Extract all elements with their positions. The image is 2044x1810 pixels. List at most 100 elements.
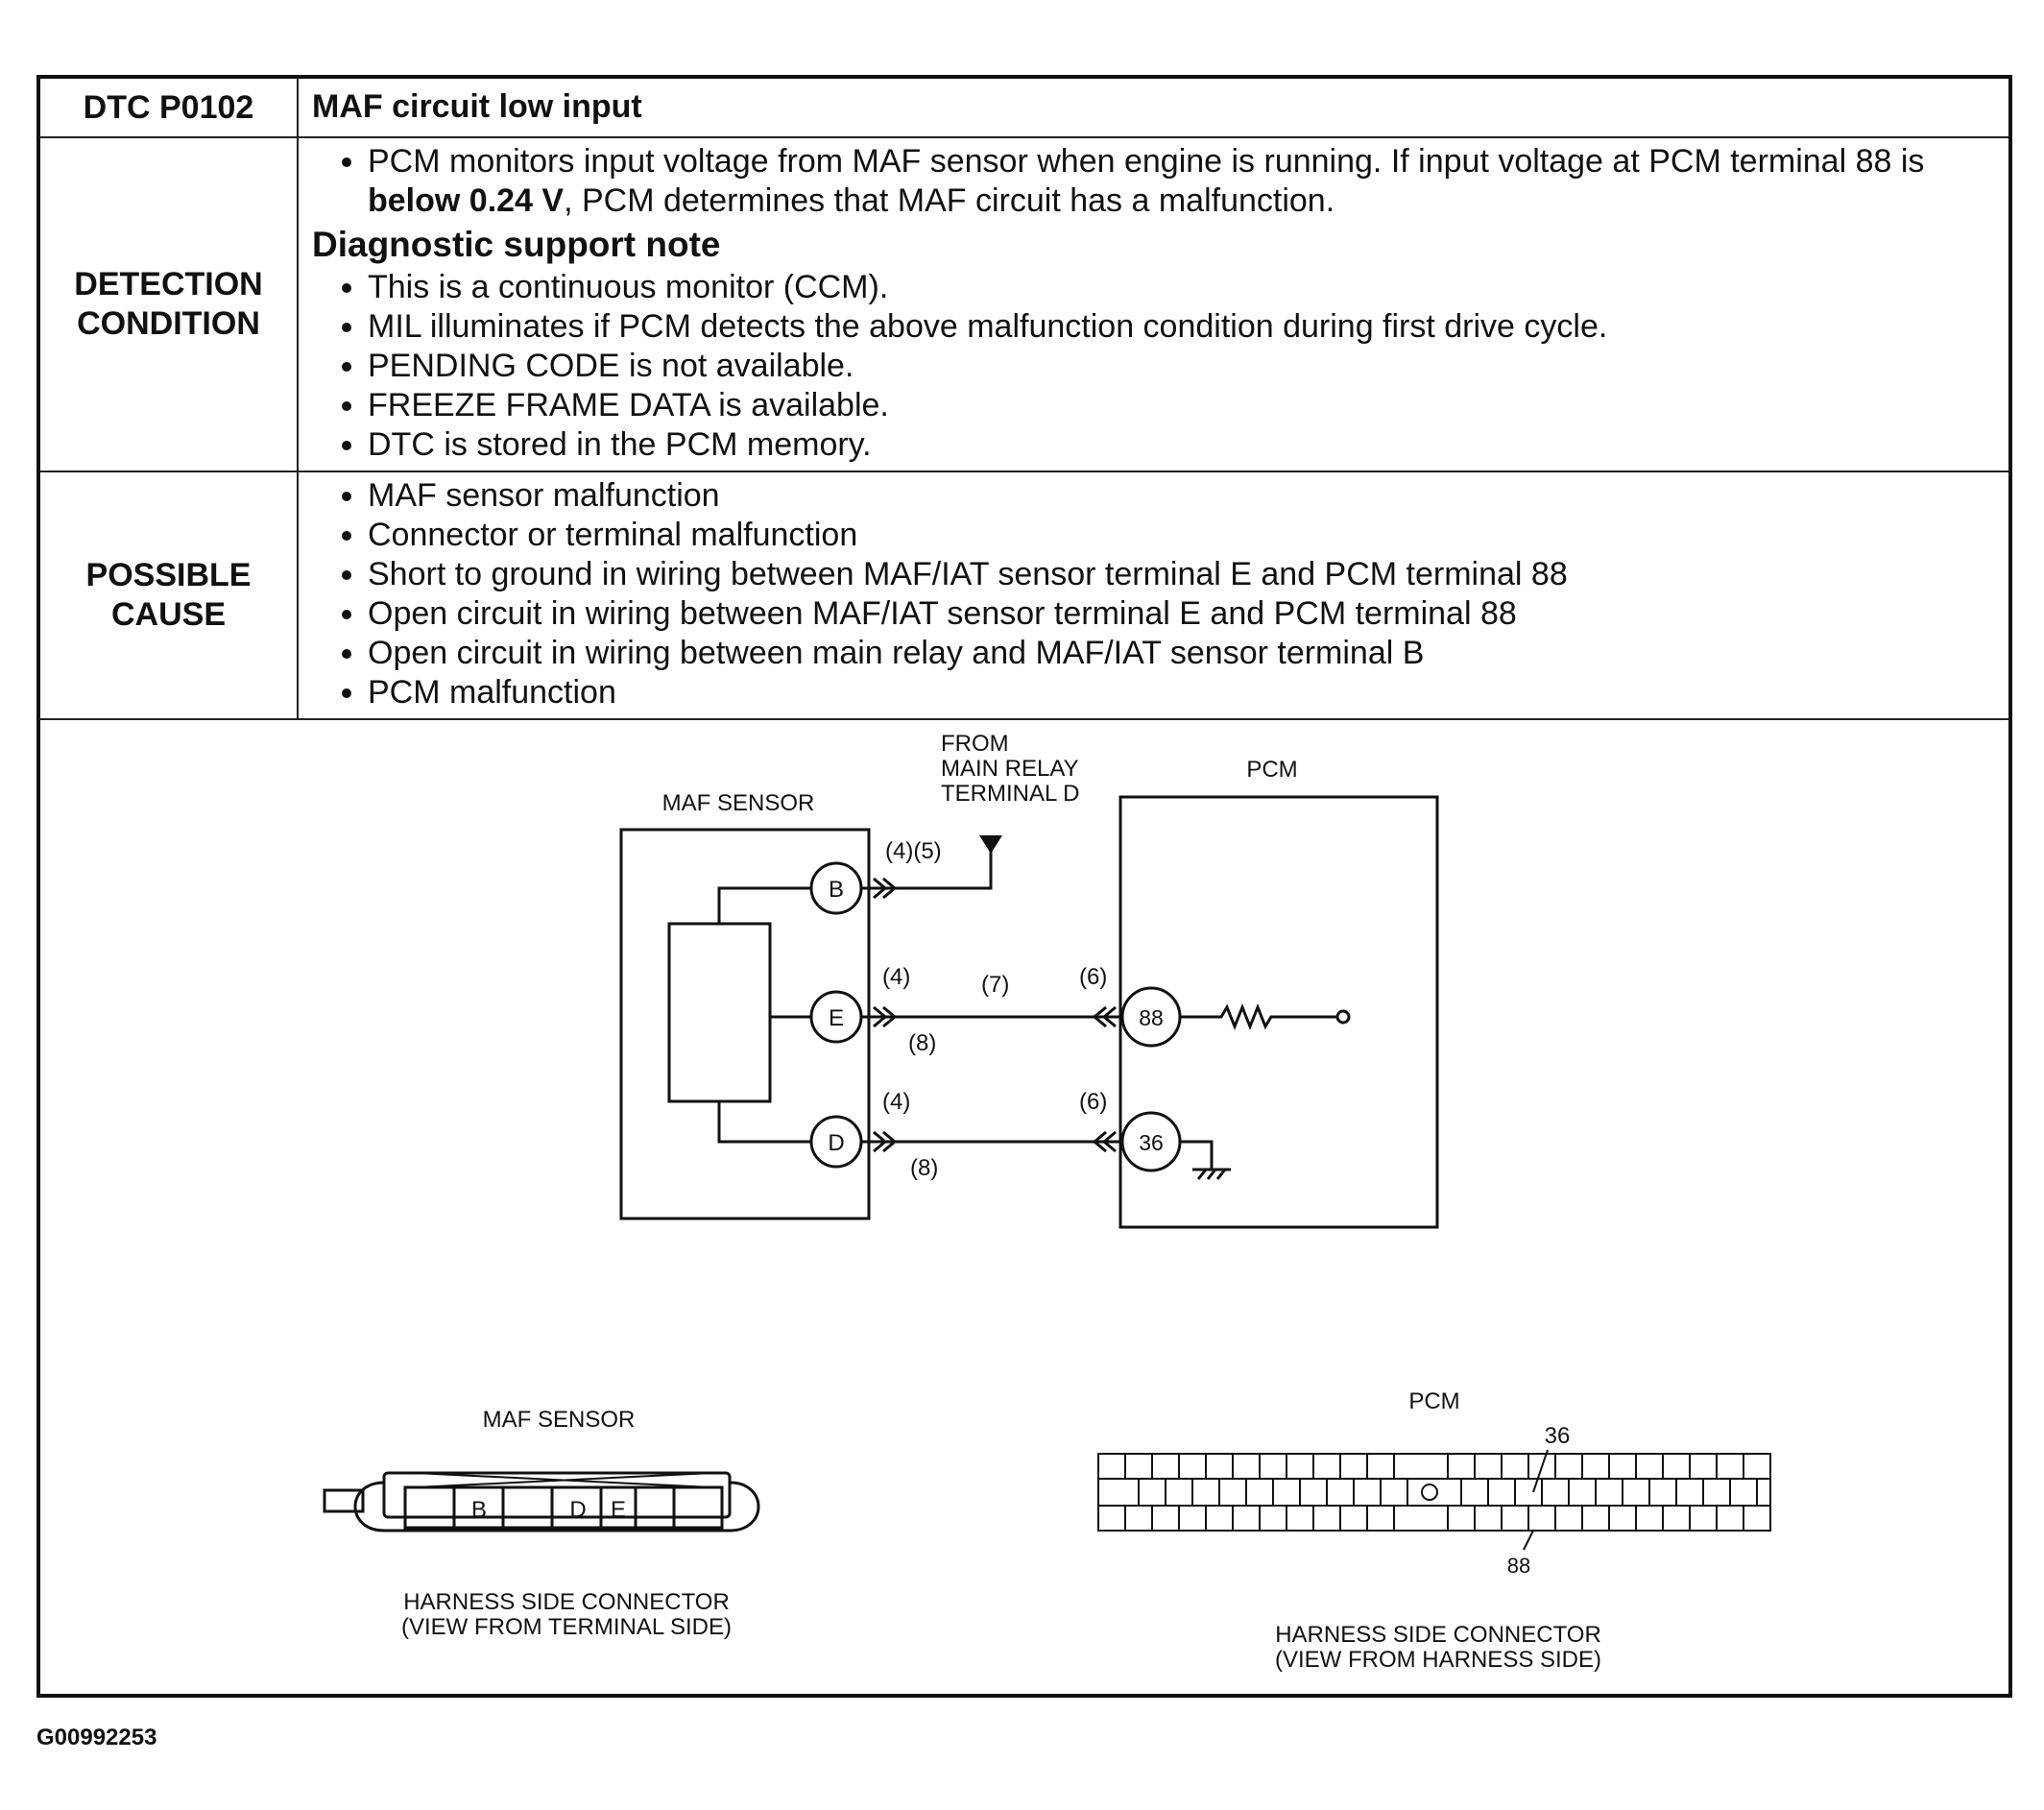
- ref-e-top: (4): [882, 964, 910, 990]
- possible-cause-row: POSSIBLE CAUSE MAF sensor malfunction Co…: [40, 471, 2008, 720]
- pcm-pin-88: 88: [1507, 1554, 1530, 1578]
- wire-element-to-b: [717, 886, 811, 924]
- ref-e-mid: (7): [981, 972, 1009, 998]
- pcm-pin-36: 36: [1545, 1423, 1571, 1449]
- connector-chevron: [1092, 1130, 1107, 1153]
- pcm-terminal-88-label: 88: [1139, 1005, 1164, 1030]
- detection-condition-label: DETECTION CONDITION: [40, 136, 299, 472]
- detection-text-before: PCM monitors input voltage from MAF sens…: [368, 143, 1925, 180]
- from-label-line3: TERMINAL D: [941, 781, 1079, 807]
- dtc-header-row: DTC P0102 MAF circuit low input: [40, 79, 2008, 138]
- pcm-box: [1118, 795, 1439, 1229]
- pcm-connector-key: [1421, 1484, 1438, 1501]
- connector-chevron: [882, 1005, 898, 1028]
- possible-cause-label: POSSIBLE CAUSE: [40, 471, 299, 720]
- ref-88: (6): [1079, 964, 1107, 990]
- main-relay-arrow-icon: [979, 835, 1002, 854]
- connector-chevron: [1101, 1005, 1117, 1028]
- pcm-internal-resistor: [1180, 1002, 1338, 1031]
- maf-caption-line2: (VIEW FROM TERMINAL SIDE): [401, 1614, 732, 1640]
- pcm-terminal-36: [1120, 1111, 1182, 1172]
- maf-pin-d: D: [569, 1497, 586, 1523]
- ref-d-top: (4): [882, 1089, 910, 1115]
- maf-sensor-box: [619, 828, 871, 1220]
- pcm-terminal-88: [1120, 986, 1182, 1048]
- maf-terminal-d: [809, 1115, 863, 1169]
- maf-connector-title: MAF SENSOR: [483, 1407, 636, 1433]
- dtc-code: DTC P0102: [40, 79, 299, 138]
- maf-connector-shell: [353, 1481, 760, 1532]
- maf-terminal-b: [809, 861, 863, 915]
- support-note-list: This is a continuous monitor (CCM). MIL …: [312, 268, 1995, 465]
- detection-main-list: PCM monitors input voltage from MAF sens…: [312, 142, 1995, 221]
- list-item: MIL illuminates if PCM detects the above…: [368, 307, 1995, 347]
- list-item: Open circuit in wiring between main rela…: [368, 634, 1995, 673]
- maf-connector-body: [382, 1471, 732, 1519]
- ground-hatch: [1206, 1169, 1217, 1180]
- pcm-connector-title: PCM: [1408, 1388, 1459, 1414]
- detection-threshold: below 0.24 V: [368, 182, 565, 219]
- maf-sensor-label: MAF SENSOR: [662, 790, 815, 816]
- maf-terminal-e: [809, 990, 863, 1044]
- connector-chevron: [873, 1005, 888, 1028]
- list-item: DTC is stored in the PCM memory.: [368, 425, 1995, 465]
- pcm-terminal-36-label: 36: [1139, 1130, 1164, 1155]
- ref-d-bottom: (8): [910, 1155, 938, 1181]
- maf-sensing-element: [667, 922, 772, 1103]
- list-item: Open circuit in wiring between MAF/IAT s…: [368, 594, 1995, 634]
- ref-b: (4)(5): [885, 838, 942, 864]
- maf-connector-pins: [403, 1485, 724, 1530]
- detection-monitor-bullet: PCM monitors input voltage from MAF sens…: [368, 142, 1995, 221]
- ref-36: (6): [1079, 1089, 1107, 1115]
- support-note-heading: Diagnostic support note: [312, 225, 721, 264]
- cause-label-line1: POSSIBLE: [85, 557, 252, 593]
- pcm-label: PCM: [1246, 757, 1297, 783]
- connector-chevron: [873, 1130, 888, 1153]
- terminal-d-label: D: [828, 1130, 844, 1156]
- pcm-caption-line2: (VIEW FROM HARNESS SIDE): [1275, 1647, 1601, 1673]
- wire-element-to-d: [717, 1101, 811, 1144]
- connector-chevron: [1101, 1130, 1117, 1153]
- list-item: This is a continuous monitor (CCM).: [368, 268, 1995, 307]
- maf-caption-line1: HARNESS SIDE CONNECTOR: [403, 1589, 730, 1615]
- wire-b-to-main-relay: [861, 835, 993, 890]
- terminal-b-label: B: [829, 877, 844, 903]
- connector-chevron: [1092, 1005, 1107, 1028]
- detection-text-after: , PCM determines that MAF circuit has a …: [564, 182, 1335, 219]
- maf-pin-e: E: [611, 1497, 626, 1523]
- list-item: Connector or terminal malfunction: [368, 516, 1995, 555]
- possible-cause-list: MAF sensor malfunction Connector or term…: [312, 476, 1995, 712]
- from-label-line1: FROM: [941, 731, 1009, 757]
- list-item: MAF sensor malfunction: [368, 476, 1995, 516]
- connector-chevron: [882, 1130, 898, 1153]
- connector-chevron: [882, 877, 898, 900]
- cause-label-line2: CAUSE: [110, 596, 227, 633]
- dtc-document: DTC P0102 MAF circuit low input DETECTIO…: [36, 75, 2012, 1698]
- maf-connector-face: [323, 1471, 760, 1532]
- list-item: FREEZE FRAME DATA is available.: [368, 386, 1995, 425]
- wiring-lines: [619, 795, 1439, 1229]
- ground-hatch: [1215, 1169, 1227, 1180]
- pcm-connector-body: [1097, 1453, 1771, 1532]
- ref-e-bottom: (8): [908, 1030, 936, 1056]
- from-label-line2: MAIN RELAY: [941, 756, 1079, 782]
- pcm-caption-line1: HARNESS SIDE CONNECTOR: [1275, 1622, 1601, 1648]
- list-item: Short to ground in wiring between MAF/IA…: [368, 555, 1995, 594]
- pcm-ground-wire: [1180, 1140, 1214, 1170]
- detection-label-line2: CONDITION: [77, 305, 260, 342]
- list-item: PCM malfunction: [368, 673, 1995, 712]
- list-item: PENDING CODE is not available.: [368, 347, 1995, 386]
- maf-connector-latch: [323, 1488, 365, 1513]
- dtc-title: MAF circuit low input: [297, 79, 2008, 138]
- detection-label-line1: DETECTION: [74, 266, 263, 302]
- connector-chevron: [873, 877, 888, 900]
- pcm-circuit-node: [1335, 1009, 1351, 1025]
- pcm-connector-face: [1097, 1449, 1771, 1551]
- detection-condition-content: PCM monitors input voltage from MAF sens…: [297, 136, 2008, 472]
- figure-code: G00992253: [36, 1725, 157, 1750]
- dtc-spec-table: DTC P0102 MAF circuit low input DETECTIO…: [40, 79, 2008, 720]
- terminal-e-label: E: [829, 1005, 844, 1031]
- detection-condition-row: DETECTION CONDITION PCM monitors input v…: [40, 136, 2008, 472]
- ground-hatch: [1196, 1169, 1208, 1180]
- maf-pin-b: B: [471, 1497, 487, 1523]
